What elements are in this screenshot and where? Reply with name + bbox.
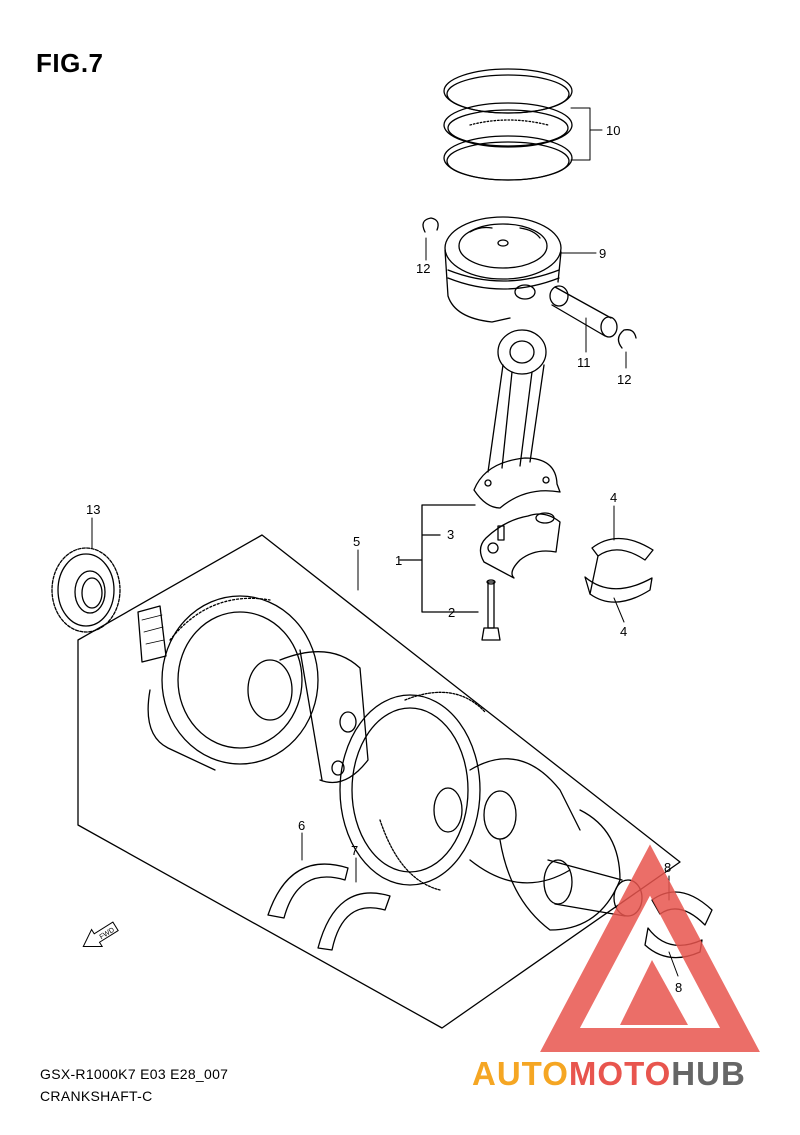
bearing-cap-part — [479, 512, 561, 579]
thrust-washer-6-part — [267, 863, 349, 919]
callout-3: 3 — [447, 527, 454, 542]
figure-title: FIG.7 — [36, 48, 104, 78]
callout-5: 5 — [353, 534, 360, 549]
conrod-bearing-part — [584, 537, 654, 603]
crankshaft-assembly-box — [77, 534, 681, 1029]
callout-12-upper: 12 — [416, 261, 430, 276]
model-code: GSX-R1000K7 E03 E28_007 — [40, 1066, 229, 1082]
callout-9: 9 — [599, 246, 606, 261]
callout-4-lower: 4 — [620, 624, 627, 639]
watermark-text: AUTOMOTOHUB — [472, 1055, 746, 1093]
callout-4-upper: 4 — [610, 490, 617, 505]
callout-13: 13 — [86, 502, 100, 517]
callout-6: 6 — [298, 818, 305, 833]
callout-10: 10 — [606, 123, 620, 138]
crankshaft-part — [137, 595, 643, 931]
watermark-part-auto: AUTO — [472, 1055, 569, 1092]
callout-8-upper: 8 — [664, 860, 671, 875]
watermark-logo-icon — [540, 844, 760, 1052]
dowel-pin-part — [497, 525, 505, 541]
connecting-rod-part — [473, 329, 561, 509]
circlip-upper-part — [422, 217, 439, 233]
callout-12-lower: 12 — [617, 372, 631, 387]
callout-7: 7 — [351, 843, 358, 858]
callout-11: 11 — [577, 355, 591, 370]
piston-pin-part — [549, 285, 618, 338]
circlip-lower-part — [617, 329, 637, 349]
piston-part — [444, 216, 562, 323]
leader-lines — [91, 107, 679, 977]
group-bracket — [399, 504, 479, 613]
watermark-part-hub: HUB — [671, 1055, 746, 1092]
fwd-direction-marker: FWD — [82, 921, 119, 947]
callout-8-lower: 8 — [675, 980, 682, 995]
piston-rings-part — [443, 68, 573, 181]
watermark-part-moto: MOTO — [568, 1055, 672, 1092]
section-name: CRANKSHAFT-C — [40, 1088, 153, 1104]
conrod-bolt-part — [481, 579, 501, 641]
thrust-washer-7-part — [317, 892, 391, 951]
callout-1: 1 — [395, 553, 402, 568]
crank-gear-part — [51, 547, 121, 633]
callout-2: 2 — [448, 605, 455, 620]
